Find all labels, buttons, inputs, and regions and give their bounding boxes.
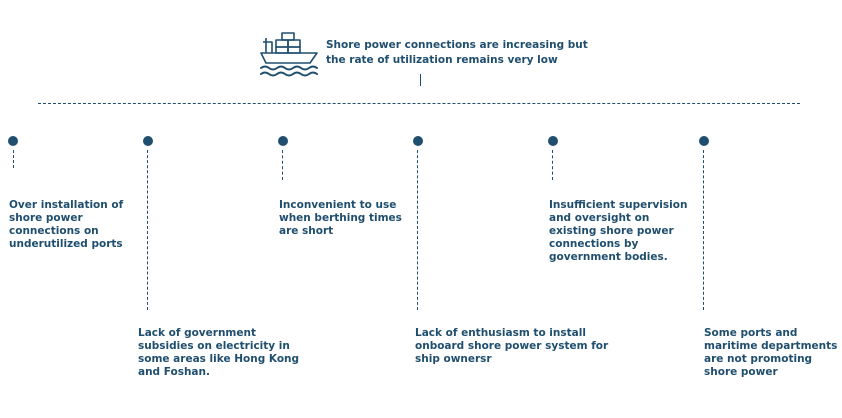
dashed-timeline <box>38 103 800 104</box>
header-title-line-1: Shore power connections are increasing b… <box>326 39 588 51</box>
stem-6 <box>703 150 704 310</box>
container-ship-icon <box>260 32 318 77</box>
factor-2-line: Lack of government <box>138 327 256 339</box>
factor-5-line: existing shore power <box>549 225 674 237</box>
factor-3-line: Inconvenient to use <box>279 199 397 211</box>
factor-1-line: Over installation of <box>9 199 124 211</box>
factor-2-line: subsidies on electricity in <box>138 340 290 352</box>
node-6 <box>699 136 709 146</box>
factor-5-label: Insufficient supervision and oversight o… <box>549 199 687 264</box>
factor-4-line: Lack of enthusiasm to install <box>415 327 586 339</box>
stem-1 <box>13 150 14 168</box>
node-2 <box>143 136 153 146</box>
factor-1-label: Over installation of shore power connect… <box>9 199 123 251</box>
node-5 <box>548 136 558 146</box>
factor-4-line: ship ownersr <box>415 353 492 365</box>
factor-1-line: shore power <box>9 212 83 224</box>
factor-5-line: and oversight on <box>549 212 650 224</box>
factor-6-label: Some ports and maritime departments are … <box>704 327 837 379</box>
factor-6-line: Some ports and <box>704 327 798 339</box>
stem-3 <box>282 150 283 180</box>
factor-4-label: Lack of enthusiasm to install onboard sh… <box>415 327 608 366</box>
header-title-line-2: the rate of utilization remains very low <box>326 54 558 66</box>
factor-2-line: and Foshan. <box>138 366 210 378</box>
factor-2-line: some areas like Hong Kong <box>138 353 300 365</box>
title-connector <box>420 74 421 86</box>
factor-5-line: connections by <box>549 238 639 250</box>
factor-5-line: Insufficient supervision <box>549 199 688 211</box>
factor-5-line: government bodies. <box>549 251 668 263</box>
factor-2-label: Lack of government subsidies on electric… <box>138 327 299 379</box>
node-1 <box>8 136 18 146</box>
factor-1-line: underutilized ports <box>9 238 123 250</box>
factor-1-line: connections on <box>9 225 99 237</box>
stem-5 <box>552 150 553 180</box>
node-3 <box>278 136 288 146</box>
factor-6-line: are not promoting <box>704 353 813 365</box>
factor-3-label: Inconvenient to use when berthing times … <box>279 199 402 238</box>
factor-3-line: when berthing times <box>279 212 402 224</box>
node-4 <box>413 136 423 146</box>
factor-3-line: are short <box>279 225 334 237</box>
header-title: Shore power connections are increasing b… <box>326 38 588 68</box>
stem-4 <box>417 150 418 310</box>
factor-4-line: onboard shore power system for <box>415 340 609 352</box>
stem-2 <box>147 150 148 310</box>
factor-6-line: maritime departments <box>704 340 838 352</box>
header: Shore power connections are increasing b… <box>258 30 678 80</box>
factor-6-line: shore power <box>704 366 778 378</box>
